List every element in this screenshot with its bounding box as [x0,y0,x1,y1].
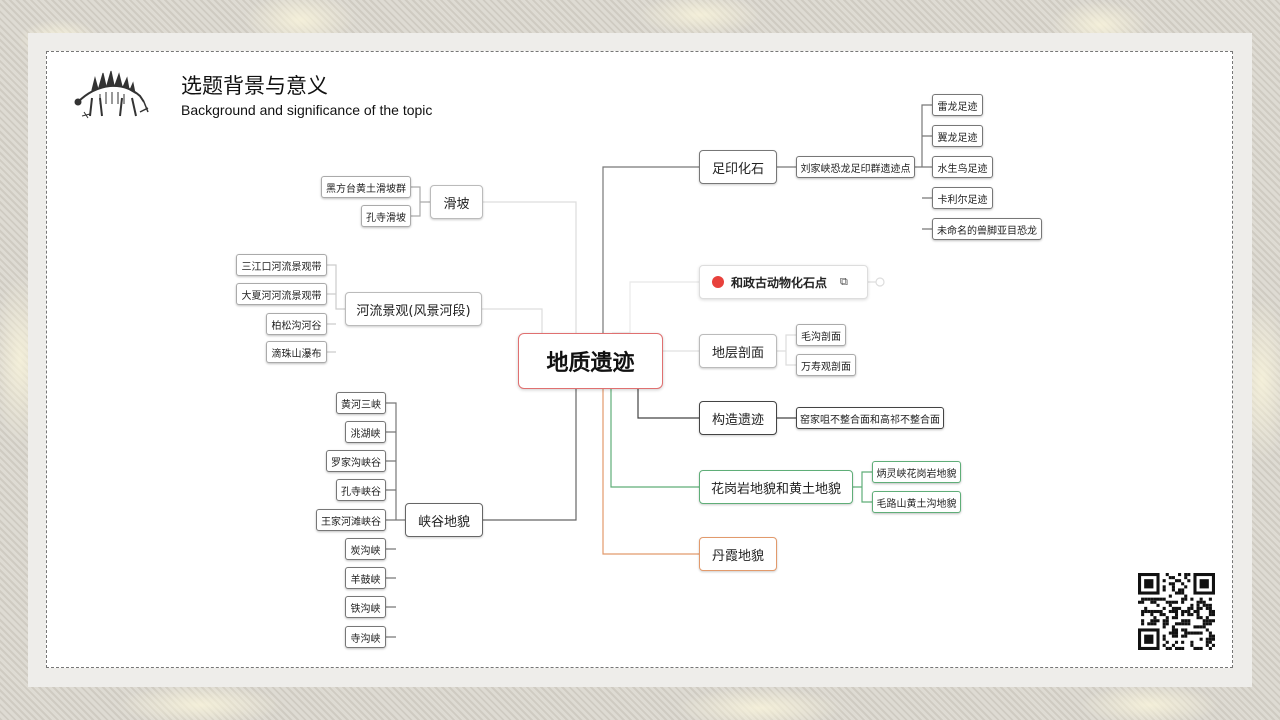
leaf-canyon-6[interactable]: 炭沟峡 [345,538,386,560]
leaf-river-1[interactable]: 三江口河流景观带 [236,254,327,276]
leaf-canyon-3[interactable]: 罗家沟峡谷 [326,450,386,472]
red-dot-marker [712,276,724,288]
leaf-slope-1[interactable]: 黑方台黄土滑坡群 [321,176,411,198]
leaf-strata-1[interactable]: 毛沟剖面 [796,324,846,346]
leaf-canyon-7[interactable]: 羊鼓峡 [345,567,386,589]
leaf-canyon-8[interactable]: 铁沟峡 [345,596,386,618]
footprint-site[interactable]: 刘家峡恐龙足印群遗迹点 [796,156,915,178]
leaf-footprint-3[interactable]: 水生鸟足迹 [932,156,993,178]
leaf-footprint-5[interactable]: 未命名的兽脚亚目恐龙 [932,218,1042,240]
leaf-strata-2[interactable]: 万寿观剖面 [796,354,856,376]
branch-footprint[interactable]: 足印化石 [699,150,777,184]
leaf-river-2[interactable]: 大夏河河流景观带 [236,283,327,305]
page-subtitle: Background and significance of the topic [181,102,433,118]
leaf-river-4[interactable]: 滴珠山瀑布 [266,341,327,363]
leaf-footprint-1[interactable]: 雷龙足迹 [932,94,983,116]
leaf-granite-2[interactable]: 毛路山黄土沟地貌 [872,491,961,513]
branch-river[interactable]: 河流景观(风景河段) [345,292,482,326]
branch-fossil[interactable]: 和政古动物化石点 ⧉ [699,265,868,299]
leaf-canyon-4[interactable]: 孔寺峡谷 [336,479,386,501]
leaf-footprint-2[interactable]: 翼龙足迹 [932,125,983,147]
page-title: 选题背景与意义 [181,74,328,98]
branch-tectonic[interactable]: 构造遗迹 [699,401,777,435]
branch-strata[interactable]: 地层剖面 [699,334,777,368]
leaf-footprint-4[interactable]: 卡利尔足迹 [932,187,993,209]
leaf-canyon-5[interactable]: 王家河滩峡谷 [316,509,386,531]
link-icon[interactable]: ⧉ [840,275,848,288]
branch-danxia[interactable]: 丹霞地貌 [699,537,777,571]
branch-canyon[interactable]: 峡谷地貌 [405,503,483,537]
leaf-granite-1[interactable]: 炳灵峡花岗岩地貌 [872,461,961,483]
leaf-slope-2[interactable]: 孔寺滑坡 [361,205,411,227]
leaf-canyon-1[interactable]: 黄河三峡 [336,392,386,414]
stegosaurus-skeleton-icon [74,70,149,119]
branch-slope[interactable]: 滑坡 [430,185,483,219]
branch-granite[interactable]: 花岗岩地貌和黄土地貌 [699,470,853,504]
leaf-canyon-9[interactable]: 寺沟峡 [345,626,386,648]
leaf-river-3[interactable]: 柏松沟河谷 [266,313,327,335]
qr-code-icon [1138,573,1215,650]
leaf-tectonic-1[interactable]: 窑家咀不整合面和高祁不整合面 [796,407,944,429]
mindmap-root[interactable]: 地质遗迹 [518,333,663,389]
branch-fossil-label: 和政古动物化石点 [731,275,828,290]
leaf-canyon-2[interactable]: 洮湖峡 [345,421,386,443]
